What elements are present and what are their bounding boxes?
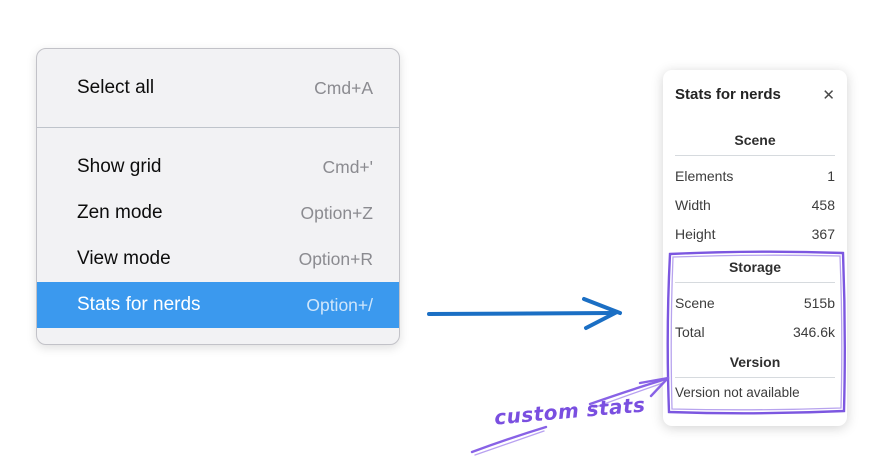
stat-label: Scene [675, 294, 715, 311]
menu-item-shortcut: Option+Z [300, 202, 373, 223]
stat-row-elements: Elements 1 [675, 161, 835, 190]
stat-row-height: Height 367 [675, 219, 835, 248]
stat-value: 1 [827, 167, 835, 184]
menu-item-zen-mode[interactable]: Zen mode Option+Z [37, 190, 399, 236]
section-divider [675, 377, 835, 378]
stat-value: 346.6k [792, 323, 835, 340]
section-divider [675, 155, 835, 156]
stats-panel-header: Stats for nerds ✕ [675, 83, 835, 107]
stat-label: Total [675, 323, 705, 340]
menu-item-label: Stats for nerds [77, 294, 201, 315]
menu-item-stats-for-nerds[interactable]: Stats for nerds Option+/ [37, 282, 399, 328]
menu-item-shortcut: Option+/ [306, 294, 373, 315]
custom-stats-annotation-label: custom stats [493, 392, 647, 430]
menu-item-label: Select all [77, 77, 155, 98]
section-header-version: Version [729, 354, 781, 370]
menu-item-view-mode[interactable]: View mode Option+R [37, 236, 399, 282]
menu-item-shortcut: Option+R [298, 248, 373, 269]
stat-label: Width [675, 196, 711, 213]
menu-divider [37, 127, 399, 128]
stat-value: 458 [811, 196, 835, 213]
menu-item-label: View mode [77, 248, 171, 269]
stat-row-storage-scene: Scene 515b [675, 288, 835, 317]
menu-item-label: Show grid [77, 156, 162, 177]
blue-pointer-arrow [427, 297, 622, 330]
menu-item-label: Zen mode [77, 202, 163, 223]
stat-row-storage-total: Total 346.6k [675, 317, 835, 346]
menu-item-show-grid[interactable]: Show grid Cmd+' [37, 144, 399, 190]
stat-label: Elements [675, 167, 734, 184]
stats-panel: Stats for nerds ✕ Scene Elements 1 Width… [663, 70, 847, 426]
close-icon[interactable]: ✕ [822, 86, 835, 104]
stats-panel-title: Stats for nerds [675, 86, 781, 103]
context-menu: Select all Cmd+A Show grid Cmd+' Zen mod… [36, 48, 400, 345]
stat-value: 367 [811, 225, 835, 242]
section-header-scene: Scene [734, 132, 776, 148]
section-divider [675, 282, 835, 283]
stat-row-width: Width 458 [675, 190, 835, 219]
stat-label: Height [675, 225, 716, 242]
menu-item-select-all[interactable]: Select all Cmd+A [37, 65, 399, 111]
menu-item-shortcut: Cmd+A [314, 77, 373, 98]
version-note: Version not available [675, 385, 800, 400]
section-header-storage: Storage [728, 259, 782, 275]
stat-value: 515b [803, 294, 835, 311]
menu-item-shortcut: Cmd+' [322, 156, 373, 177]
